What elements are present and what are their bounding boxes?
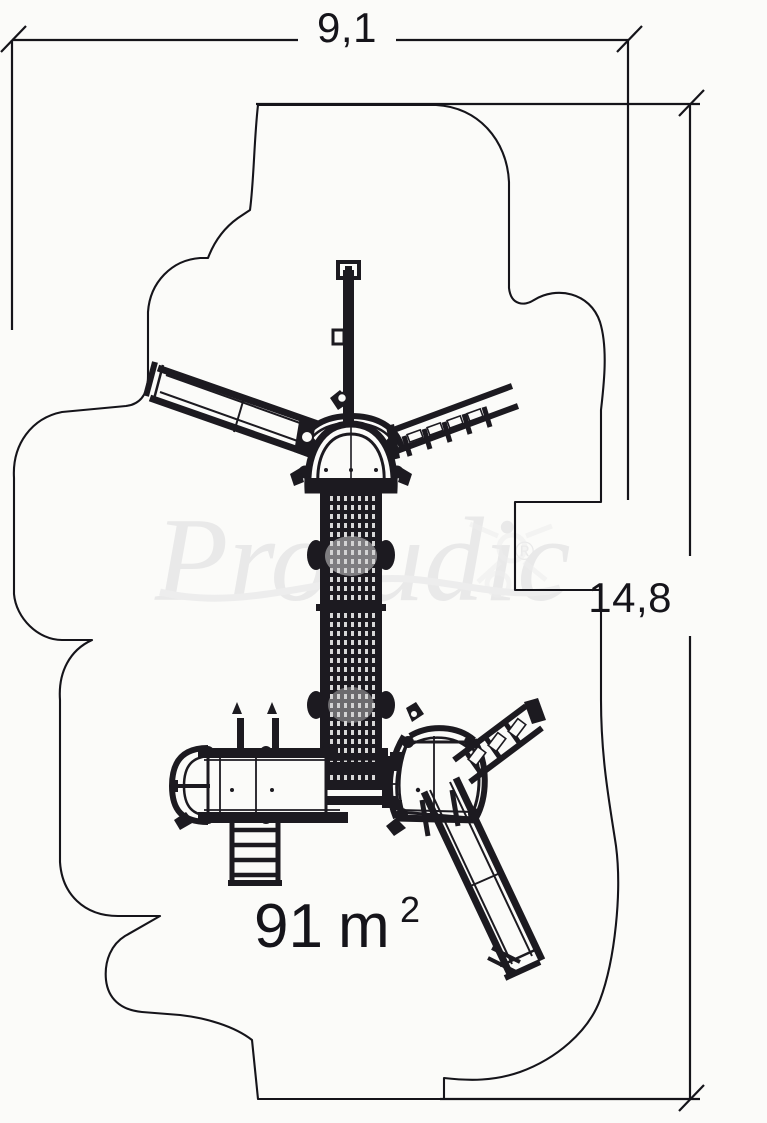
- dim-width-tick-right: [616, 25, 643, 53]
- dim-width-tick-left: [0, 25, 27, 53]
- lower-left-ladder: [228, 820, 282, 886]
- dimension-width: [0, 25, 643, 500]
- upper-left-ramp: [143, 361, 320, 458]
- lower-left-platform: [168, 702, 388, 830]
- lower-right-slide: [419, 776, 546, 981]
- platform-pole-handles: [232, 702, 279, 756]
- dimension-width-label: 9,1: [317, 4, 377, 51]
- area-label: 91 m 2: [254, 889, 420, 961]
- upper-right-ladder: [386, 383, 520, 460]
- dimension-height-label: 14,8: [588, 574, 672, 621]
- area-exponent-text: 2: [400, 889, 420, 930]
- central-net-tunnel: [307, 480, 395, 790]
- lower-right-ladder: [452, 698, 546, 785]
- area-value-text: 91: [254, 892, 323, 961]
- watermark-mascot-icon: [469, 521, 553, 598]
- watermark-swoosh: [159, 575, 562, 602]
- slide-end-rung: [487, 946, 521, 974]
- vertical-climbing-pole: [330, 260, 361, 426]
- dim-height-tick-bottom: [678, 1084, 705, 1112]
- area-unit-text: m: [338, 892, 390, 961]
- dim-height-tick-top: [678, 89, 705, 117]
